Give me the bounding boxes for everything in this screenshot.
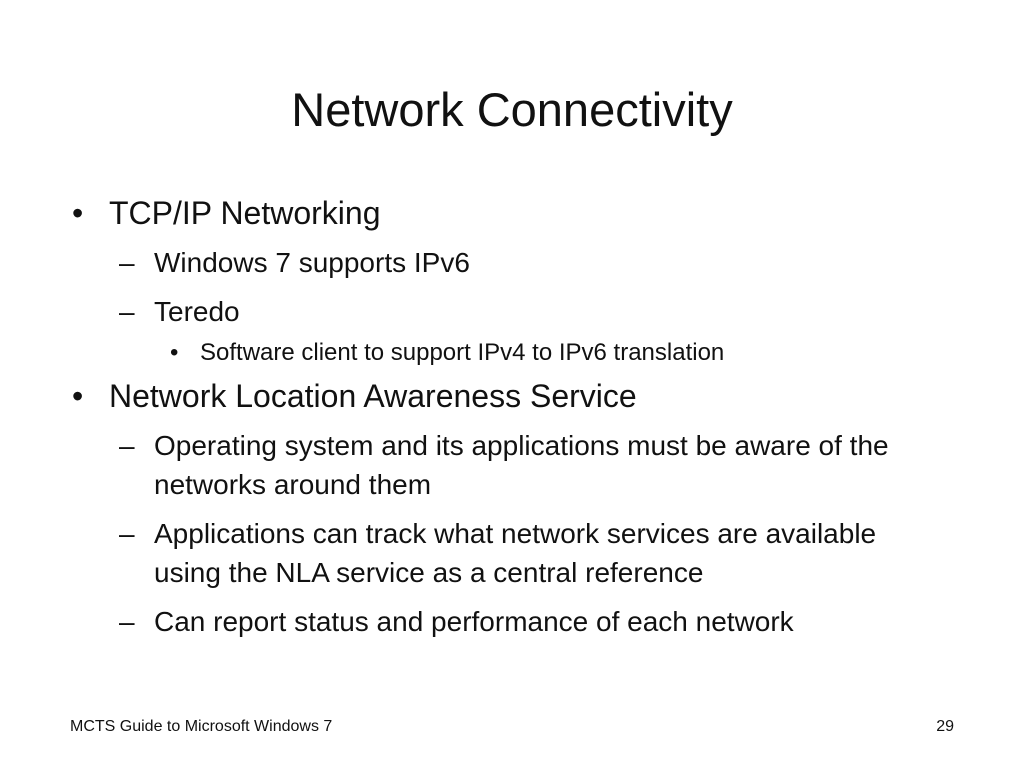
subbullet-text: Can report status and performance of eac… bbox=[154, 606, 794, 637]
subbullet-windows7-ipv6: – Windows 7 supports IPv6 bbox=[119, 243, 894, 282]
bullet-text: Network Location Awareness Service bbox=[109, 378, 637, 414]
footer-course-title: MCTS Guide to Microsoft Windows 7 bbox=[70, 718, 333, 735]
subbullet-teredo: – Teredo bbox=[119, 292, 894, 331]
subbullet-applications-track: – Applications can track what network se… bbox=[119, 514, 894, 592]
subbullet-report-status: – Can report status and performance of e… bbox=[119, 602, 894, 641]
dash-marker: – bbox=[119, 606, 135, 637]
subbullet-os-awareness: – Operating system and its applications … bbox=[119, 426, 894, 504]
subbullet-text: Applications can track what network serv… bbox=[154, 518, 877, 588]
dash-marker: – bbox=[119, 518, 135, 549]
subbullet-text: Teredo bbox=[154, 296, 240, 327]
bullet-text: TCP/IP Networking bbox=[109, 195, 381, 231]
footer-page-number: 29 bbox=[936, 718, 954, 735]
subsubbullet-teredo-client: • Software client to support IPv4 to IPv… bbox=[170, 337, 972, 369]
dash-marker: – bbox=[119, 247, 135, 278]
slide-title: Network Connectivity bbox=[291, 83, 733, 136]
slide-body: • TCP/IP Networking – Windows 7 supports… bbox=[72, 193, 972, 641]
dash-marker: – bbox=[119, 430, 135, 461]
subbullet-text: Windows 7 supports IPv6 bbox=[154, 247, 470, 278]
bullet-marker: • bbox=[72, 378, 84, 414]
bullet-tcp-ip-networking: • TCP/IP Networking bbox=[72, 193, 972, 233]
dash-marker: – bbox=[119, 296, 135, 327]
subbullet-text: Operating system and its applications mu… bbox=[154, 430, 889, 500]
subsubbullet-text: Software client to support IPv4 to IPv6 … bbox=[200, 339, 725, 366]
bullet-marker: • bbox=[72, 195, 84, 231]
bullet-nla-service: • Network Location Awareness Service bbox=[72, 376, 972, 416]
bullet-marker: • bbox=[170, 339, 179, 366]
